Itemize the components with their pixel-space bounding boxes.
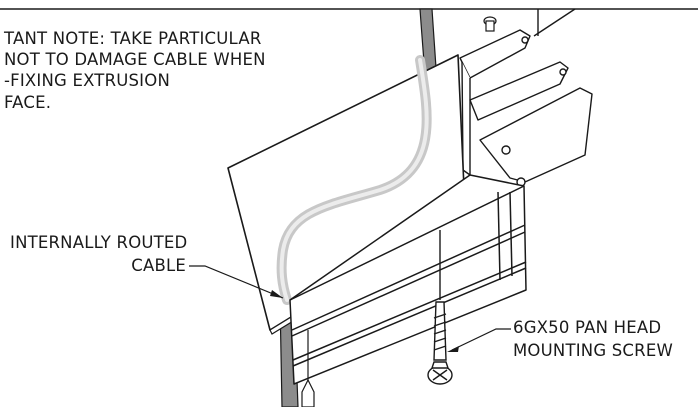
svg-text:FACE.: FACE. — [4, 93, 51, 112]
upper-screw-icon — [483, 16, 497, 32]
svg-text:CABLE: CABLE — [131, 256, 186, 275]
svg-text:-FIXING EXTRUSION: -FIXING EXTRUSION — [4, 71, 170, 90]
svg-text:TANT NOTE: TAKE PARTICULAR: TANT NOTE: TAKE PARTICULAR — [3, 29, 261, 48]
svg-text:NOT TO DAMAGE CABLE WHEN: NOT TO DAMAGE CABLE WHEN — [4, 50, 266, 69]
screw-label: 6GX50 PAN HEAD MOUNTING SCREW — [447, 318, 673, 360]
svg-text:6GX50 PAN HEAD: 6GX50 PAN HEAD — [513, 318, 661, 337]
extrusion-rail — [289, 174, 527, 385]
svg-text:MOUNTING SCREW: MOUNTING SCREW — [513, 341, 673, 360]
bottom-screw-icon — [301, 330, 315, 407]
svg-text:INTERNALLY ROUTED: INTERNALLY ROUTED — [10, 233, 187, 252]
cable-routed-highlight — [276, 55, 432, 305]
cable-label: INTERNALLY ROUTED CABLE — [10, 233, 284, 299]
extrusion-profile — [459, 8, 593, 187]
note-text: TANT NOTE: TAKE PARTICULAR NOT TO DAMAGE… — [3, 29, 266, 112]
mounting-screw-icon — [427, 230, 453, 385]
